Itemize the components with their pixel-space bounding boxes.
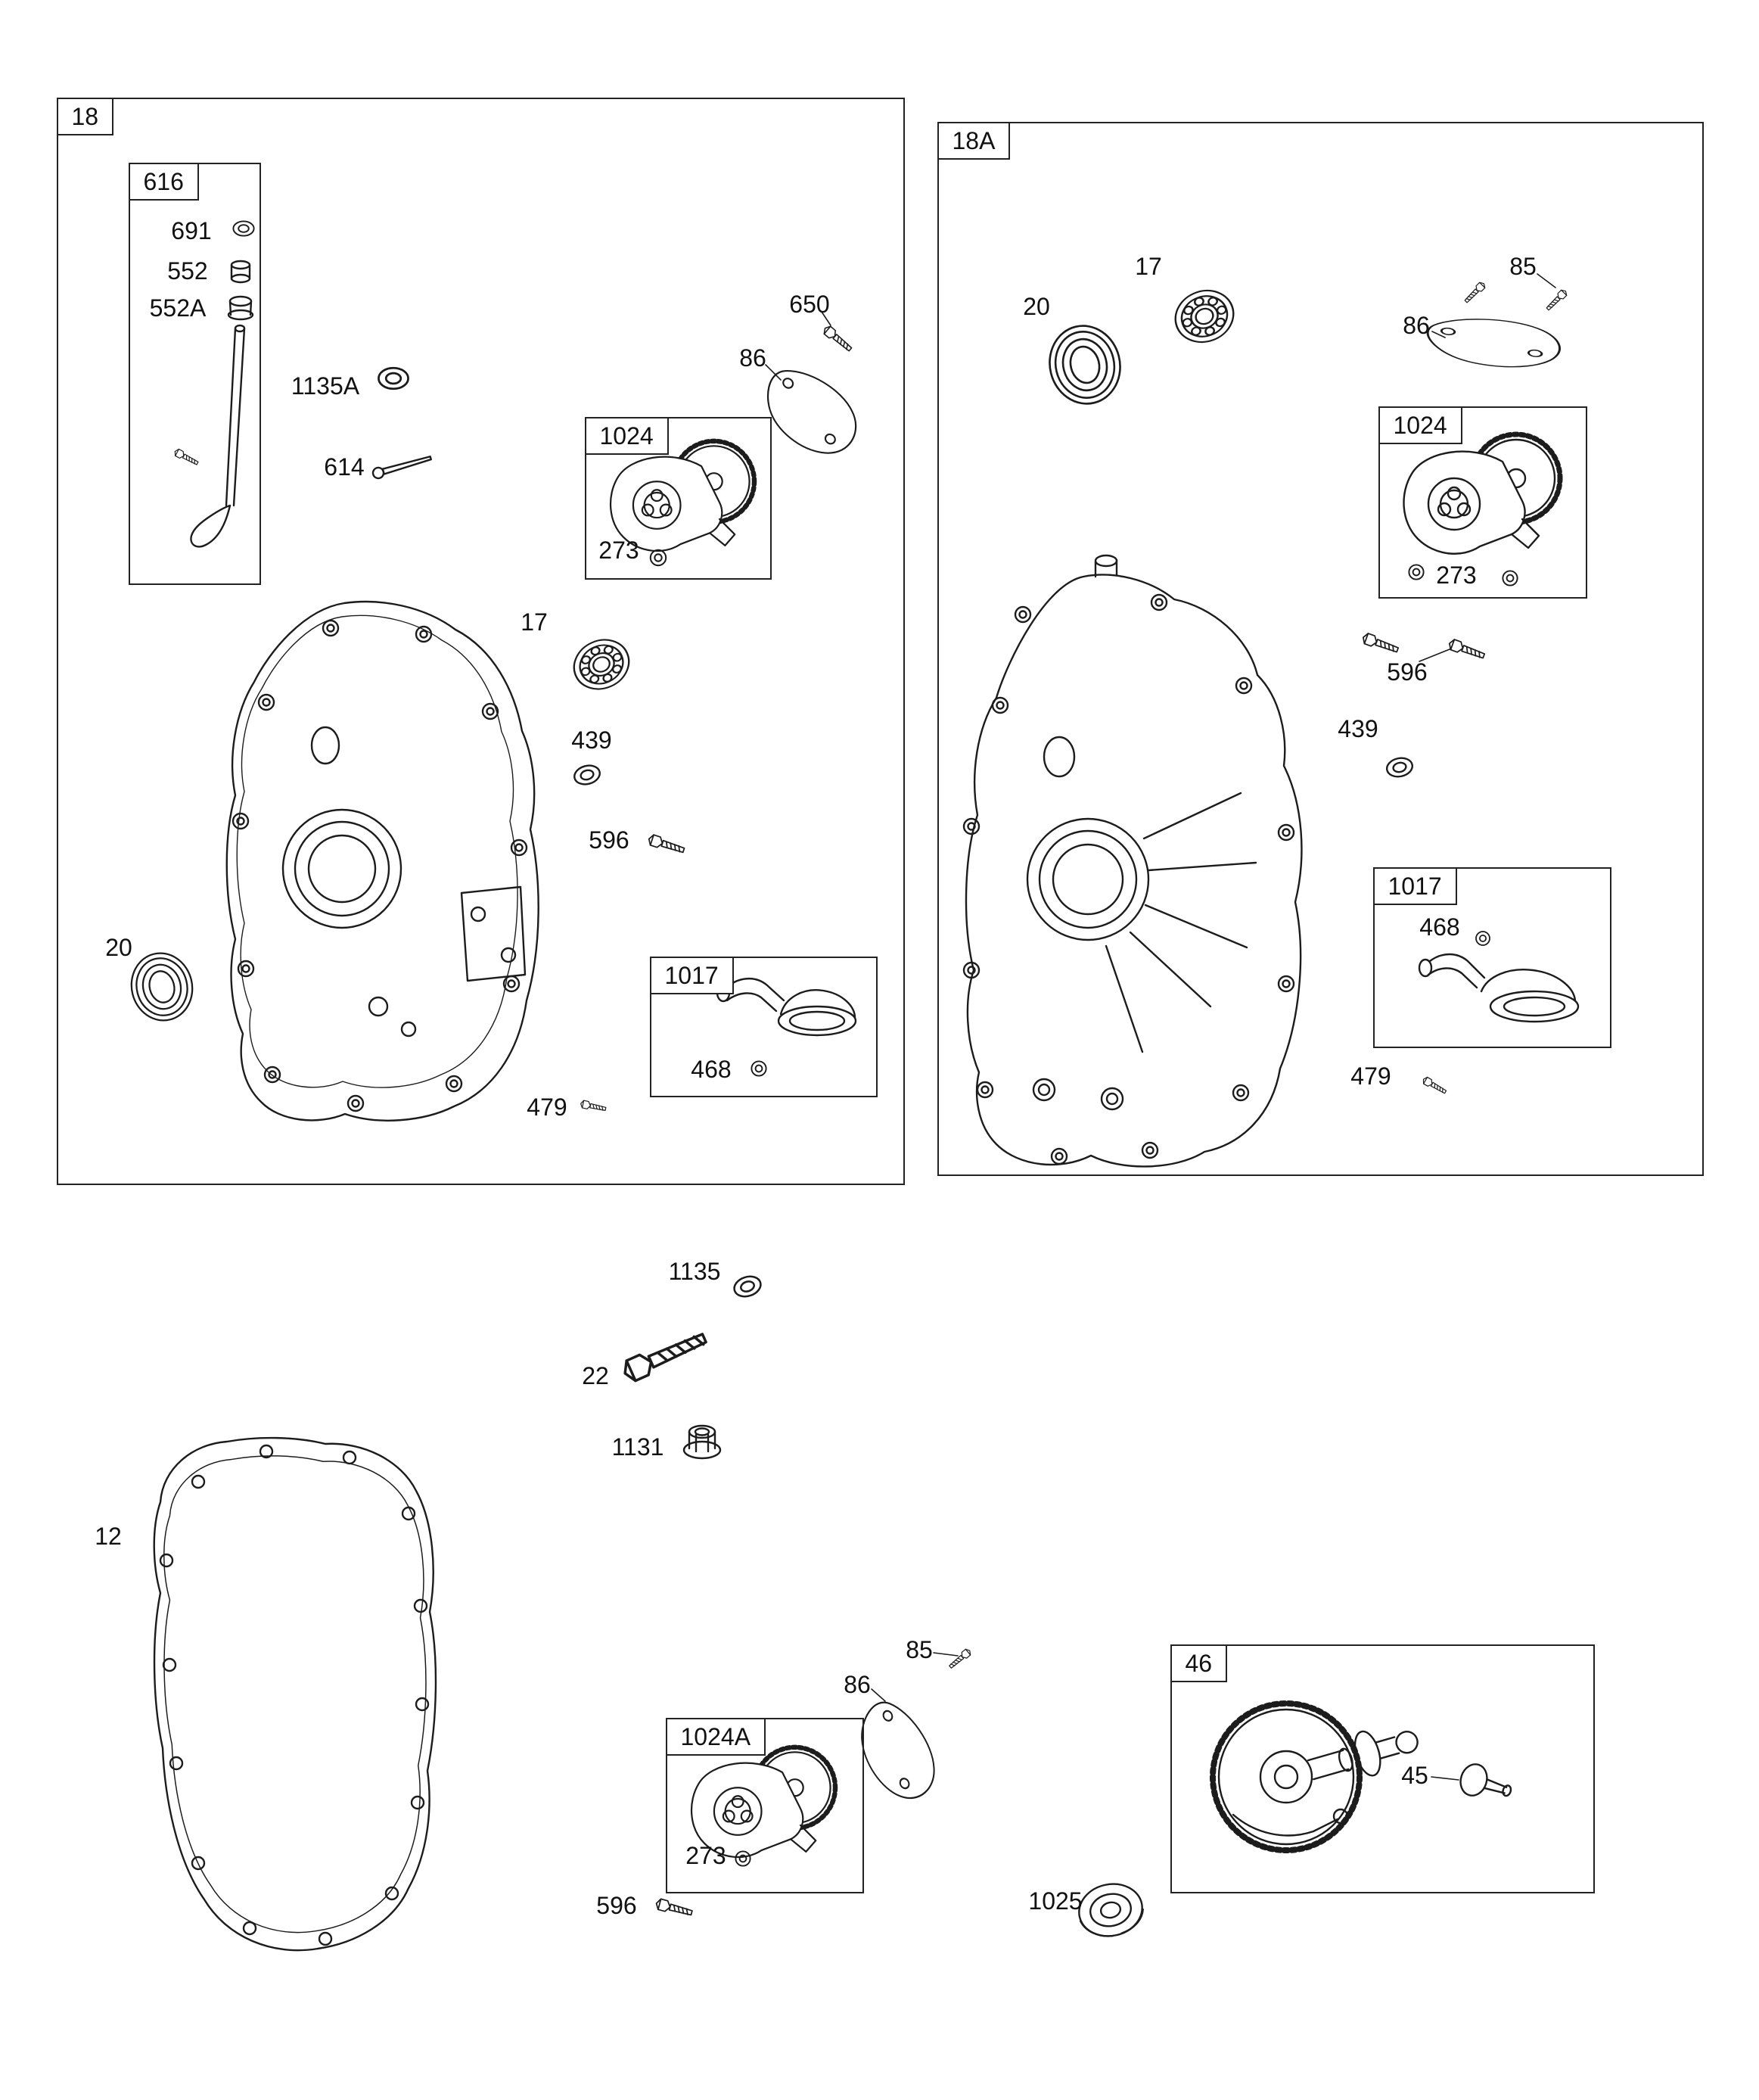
callout-20: 20: [105, 934, 132, 961]
callout-273: 273: [598, 537, 639, 564]
oil-pickup-1017-right-drawing: [1418, 953, 1580, 1023]
callout-273: 273: [1436, 562, 1477, 589]
group-tag-1024: 1024: [584, 416, 669, 455]
group-box-1024A: 1024A: [665, 1717, 864, 1893]
callout-17: 17: [521, 608, 548, 636]
callout-17: 17: [1135, 253, 1162, 280]
group-tag-46: 46: [1170, 1644, 1228, 1682]
group-tag-1017: 1017: [649, 956, 734, 994]
group-tag-616: 616: [128, 162, 199, 201]
callout-273: 273: [685, 1842, 726, 1869]
bushing-552-drawing: [230, 260, 251, 284]
callout-468: 468: [1419, 913, 1460, 941]
callout-439: 439: [571, 726, 612, 754]
callout-20: 20: [1023, 293, 1050, 320]
cover-18-bolt-holes: [232, 625, 528, 1112]
bolt-22-drawing: [623, 1333, 707, 1383]
callout-479: 479: [1350, 1062, 1391, 1090]
callout-1135: 1135: [668, 1258, 721, 1285]
pin-614-drawing: [371, 456, 432, 480]
group-tag-18: 18: [56, 97, 114, 135]
gasket-12-holes: [159, 1444, 430, 1946]
group-box-1024: 1024: [1378, 406, 1587, 599]
group-box-1024: 1024: [584, 416, 772, 580]
group-box-1017: 1017: [649, 956, 878, 1097]
group-tag-1024A: 1024A: [665, 1717, 766, 1756]
callout-691: 691: [171, 217, 212, 244]
callout-596: 596: [1387, 658, 1428, 686]
group-box-18A: 18A: [937, 121, 1704, 1176]
callout-468: 468: [691, 1056, 732, 1083]
camshaft-46-drawing: [1210, 1700, 1419, 1853]
tappet-45-drawing: [1459, 1763, 1512, 1797]
cover-18a-bolt-holes: [962, 593, 1295, 1165]
leader-lines: [765, 273, 1556, 1781]
callout-596: 596: [589, 826, 629, 854]
callout-85: 85: [906, 1636, 933, 1663]
callout-86: 86: [844, 1671, 871, 1698]
crankcase-cover-18-drawing: [225, 600, 539, 1122]
callout-22: 22: [582, 1362, 609, 1389]
callout-596: 596: [596, 1892, 637, 1919]
nut-1131-drawing: [682, 1424, 722, 1460]
callout-1025: 1025: [1028, 1887, 1083, 1915]
callout-439: 439: [1338, 715, 1378, 742]
callout-479: 479: [527, 1094, 567, 1121]
group-tag-1024: 1024: [1378, 406, 1462, 444]
callout-45: 45: [1401, 1762, 1428, 1789]
callout-12: 12: [95, 1523, 122, 1550]
cap-552a-drawing: [227, 295, 254, 321]
callout-1135A: 1135A: [291, 372, 360, 400]
group-tag-1017: 1017: [1372, 866, 1457, 905]
coupling-1025-drawing: [1078, 1883, 1144, 1937]
callout-650: 650: [789, 291, 830, 318]
oil-minder-rod-drawing: [190, 324, 246, 548]
group-box-18: 18: [56, 97, 905, 1185]
gasket-12-drawing: [153, 1436, 437, 1952]
group-box-616: 616: [128, 162, 261, 585]
crankcase-cover-18a-drawing: [962, 554, 1303, 1168]
callout-86: 86: [1403, 312, 1430, 339]
callout-614: 614: [324, 453, 365, 481]
callout-1131: 1131: [611, 1433, 664, 1461]
callout-552A: 552A: [149, 294, 207, 322]
group-box-1017: 1017: [1372, 866, 1611, 1048]
group-tag-18A: 18A: [937, 121, 1011, 160]
callout-552: 552: [167, 257, 208, 285]
group-box-46: 46: [1170, 1644, 1595, 1893]
callout-86: 86: [739, 344, 766, 372]
callout-85: 85: [1509, 253, 1537, 280]
